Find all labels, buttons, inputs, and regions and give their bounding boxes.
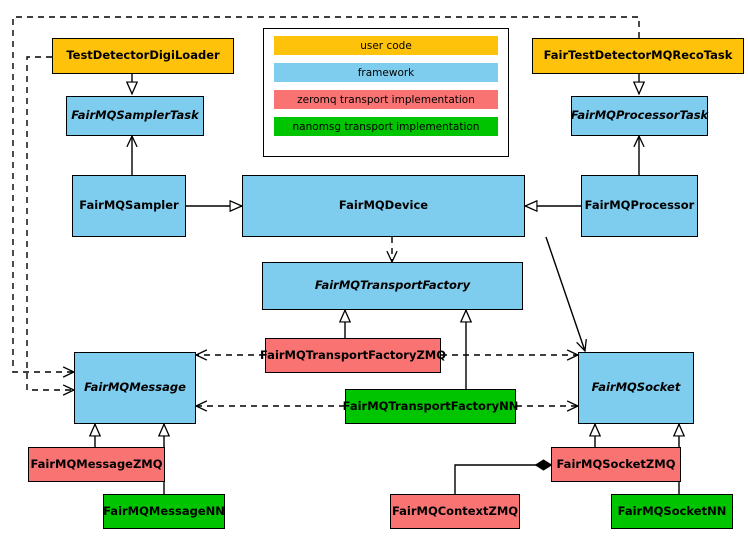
legend-label: zeromq transport implementation — [297, 93, 475, 106]
node-fairmq-transport-factory-zmq[interactable]: FairMQTransportFactoryZMQ — [260, 338, 446, 373]
node-fairmq-message[interactable]: FairMQMessage — [74, 352, 196, 424]
rel-contextzmq-socketzmq — [454, 465, 552, 494]
node-fairmq-device[interactable]: FairMQDevice — [242, 175, 525, 237]
node-fairmq-transport-factory[interactable]: FairMQTransportFactory — [262, 262, 523, 310]
node-label: FairMQSampler — [79, 198, 179, 213]
node-label: FairMQSocket — [591, 380, 681, 395]
node-label: FairMQMessage — [84, 380, 186, 395]
node-fairmq-sampler[interactable]: FairMQSampler — [72, 175, 186, 237]
node-fairmq-socket[interactable]: FairMQSocket — [578, 352, 694, 424]
node-fairmq-context-zmq[interactable]: FairMQContextZMQ — [390, 494, 520, 529]
node-fairmq-processor[interactable]: FairMQProcessor — [581, 175, 698, 237]
node-label: FairMQMessageNN — [103, 503, 225, 518]
legend-label: nanomsg transport implementation — [292, 120, 480, 133]
node-label: FairMQSocketZMQ — [556, 456, 676, 471]
rel-digiloader-message — [26, 56, 74, 390]
node-fairmq-message-nn[interactable]: FairMQMessageNN — [103, 494, 225, 529]
legend-item-user-code: user code — [274, 36, 498, 55]
node-label: FairTestDetectorMQRecoTask — [543, 48, 733, 63]
legend-item-nanomsg: nanomsg transport implementation — [274, 117, 498, 136]
node-label: FairMQProcessorTask — [570, 108, 709, 123]
node-label: FairMQTransportFactoryNN — [342, 398, 519, 413]
legend-label: user code — [360, 39, 412, 52]
rel-device-socket — [545, 236, 585, 351]
legend: user code framework zeromq transport imp… — [263, 28, 509, 157]
node-label: FairMQTransportFactoryZMQ — [260, 347, 447, 362]
node-label: FairMQContextZMQ — [391, 503, 519, 518]
node-fairmq-processor-task[interactable]: FairMQProcessorTask — [571, 96, 708, 136]
node-label: FairMQProcessor — [584, 198, 695, 213]
node-label: FairMQTransportFactory — [314, 278, 471, 293]
legend-item-zeromq: zeromq transport implementation — [274, 90, 498, 109]
node-label: FairMQDevice — [338, 198, 429, 213]
node-fairmq-message-zmq[interactable]: FairMQMessageZMQ — [28, 447, 165, 482]
legend-item-framework: framework — [274, 63, 498, 82]
node-fairmq-socket-nn[interactable]: FairMQSocketNN — [611, 494, 733, 529]
node-fairmq-socket-zmq[interactable]: FairMQSocketZMQ — [551, 447, 681, 482]
node-fairmq-transport-factory-nn[interactable]: FairMQTransportFactoryNN — [342, 389, 519, 424]
node-fair-test-detector-mq-reco-task[interactable]: FairTestDetectorMQRecoTask — [532, 38, 744, 74]
rel-recotask-message — [12, 16, 640, 372]
node-fairmq-sampler-task[interactable]: FairMQSamplerTask — [66, 96, 204, 136]
node-label: TestDetectorDigiLoader — [66, 48, 220, 63]
node-label: FairMQSocketNN — [617, 503, 727, 518]
legend-label: framework — [357, 66, 415, 79]
node-label: FairMQMessageZMQ — [30, 456, 163, 471]
node-test-detector-digi-loader[interactable]: TestDetectorDigiLoader — [52, 38, 234, 74]
node-label: FairMQSamplerTask — [71, 108, 199, 123]
